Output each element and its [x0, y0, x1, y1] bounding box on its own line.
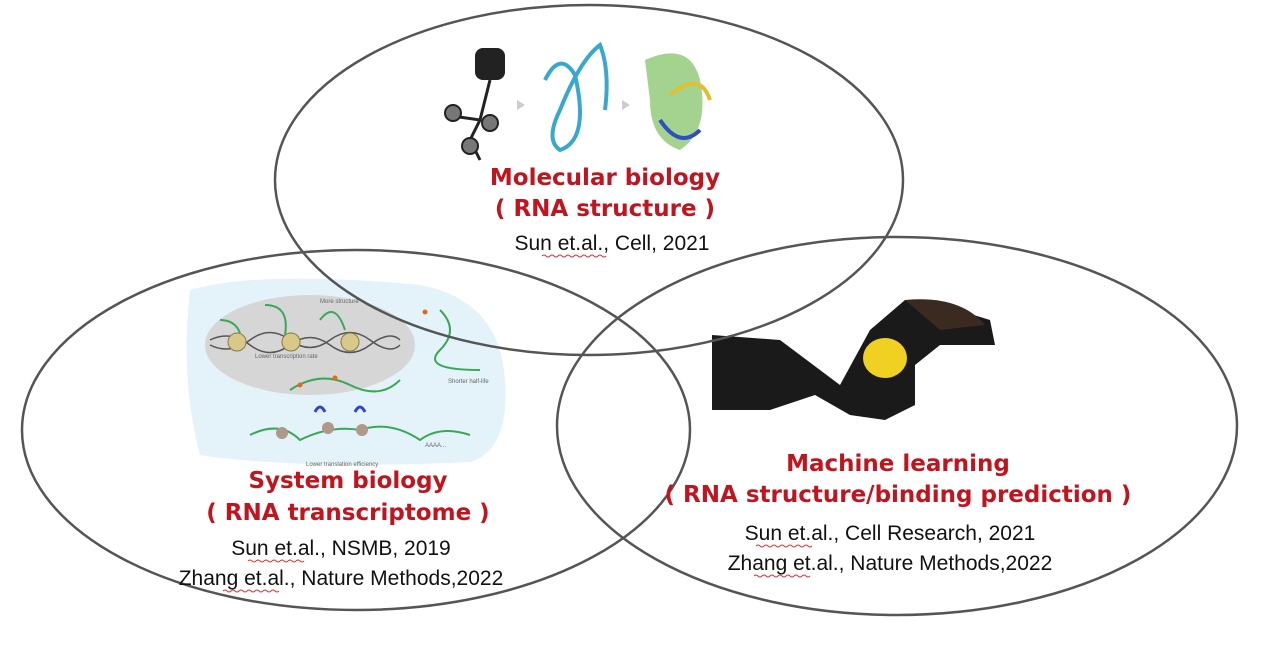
ml-citation-2: Zhang et.al., Nature Methods,2022 — [728, 552, 1053, 575]
ml-title: Machine learning — [786, 451, 1010, 477]
label-lower-translation: Lower translation efficiency — [306, 462, 378, 468]
label-polya: AAAA... — [425, 443, 446, 449]
circle-system-biology — [20, 248, 692, 612]
system-title: System biology — [248, 468, 447, 494]
molecular-subtitle: ( RNA structure ) — [495, 196, 715, 222]
ml-subtitle: ( RNA structure/binding prediction ) — [665, 482, 1132, 508]
molecular-citation-1: Sun et.al., Cell, 2021 — [515, 232, 710, 255]
system-citation-2: Zhang et.al., Nature Methods,2022 — [179, 567, 504, 590]
molecular-title: Molecular biology — [490, 165, 720, 191]
system-subtitle: ( RNA transcriptome ) — [206, 500, 489, 526]
ml-citation-1: Sun et.al., Cell Research, 2021 — [745, 522, 1036, 545]
molecular-illustration — [444, 41, 712, 161]
label-shorter-half-life: Shorter half-life — [448, 379, 489, 385]
label-lower-transcription: Lower transcription rate — [255, 354, 318, 360]
transcriptome-illustration: More structure Lower transcription rate … — [186, 278, 506, 468]
system-citation-1: Sun et.al., NSMB, 2019 — [231, 537, 450, 560]
circle-molecular-biology — [273, 3, 905, 357]
circle-machine-learning — [555, 235, 1239, 617]
label-more-structure: More structure — [320, 299, 359, 305]
robot-hand-illustration — [712, 299, 995, 420]
